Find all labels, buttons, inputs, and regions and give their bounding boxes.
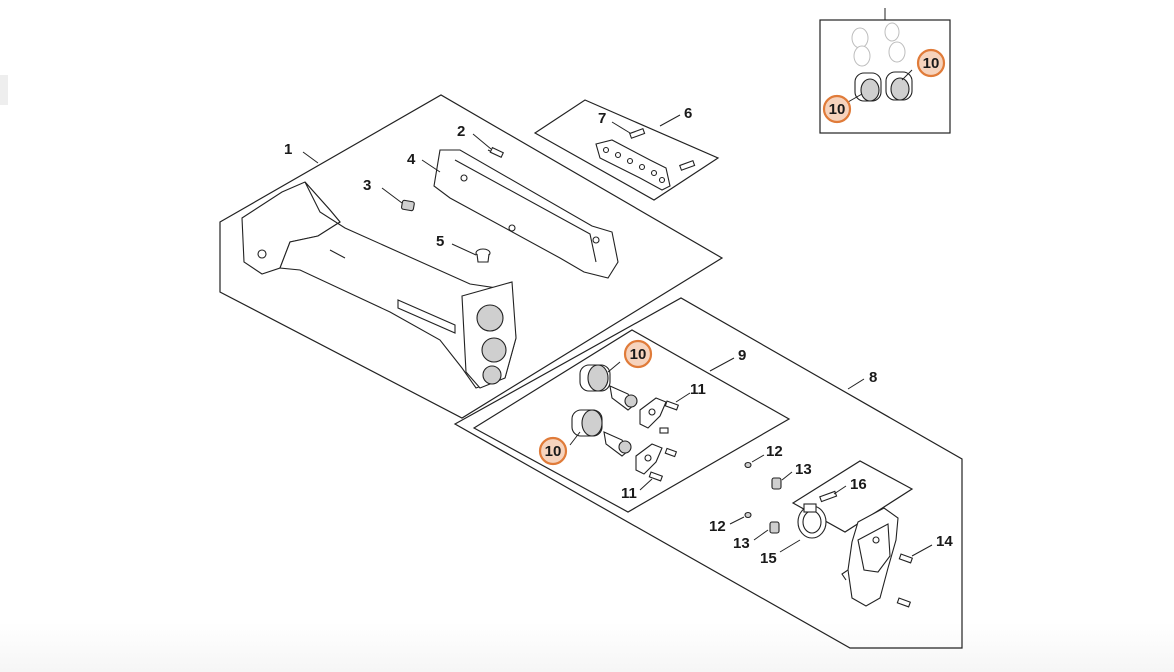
inset-buffer-right bbox=[885, 71, 913, 101]
edge-tab bbox=[0, 75, 8, 105]
antivibe-buffer-upper bbox=[579, 364, 611, 392]
callout-11a: 11 bbox=[690, 381, 706, 398]
callout-12a: 12 bbox=[766, 443, 783, 460]
highlight-callout-10-inset-left: 10 bbox=[822, 94, 852, 124]
group-frame-handle-kit bbox=[453, 297, 963, 649]
svg-text:10: 10 bbox=[545, 443, 562, 460]
bracket-part-6 bbox=[595, 139, 671, 191]
cover-plate-part bbox=[433, 149, 619, 279]
svg-text:10: 10 bbox=[829, 101, 846, 118]
callout-1: 1 bbox=[284, 141, 292, 158]
washer-part-12a bbox=[744, 461, 752, 469]
gasket-upper bbox=[639, 397, 667, 429]
svg-text:10: 10 bbox=[923, 55, 940, 72]
nut-part-3 bbox=[400, 199, 415, 212]
bottom-shade bbox=[0, 622, 1174, 672]
callout-11b: 11 bbox=[621, 485, 637, 502]
screw-part-11a bbox=[664, 400, 680, 411]
inset-ghost-parts bbox=[851, 22, 906, 67]
group-frame-housing bbox=[219, 94, 724, 419]
callout-6: 6 bbox=[684, 105, 692, 122]
antivibe-buffer-lower bbox=[571, 409, 603, 437]
screw-part-2 bbox=[487, 146, 505, 158]
screw-part-14b bbox=[896, 597, 912, 608]
callout-7: 7 bbox=[598, 110, 606, 127]
gasket-lower bbox=[635, 443, 663, 475]
antivibe-spring-upper bbox=[609, 385, 638, 411]
inset-buffer-left bbox=[854, 72, 882, 102]
callout-13a: 13 bbox=[795, 461, 812, 478]
bushing-part-13b bbox=[769, 521, 780, 534]
callout-5: 5 bbox=[436, 233, 444, 250]
callout-8: 8 bbox=[869, 369, 877, 386]
callout-16: 16 bbox=[850, 476, 867, 493]
callout-2: 2 bbox=[457, 123, 465, 140]
highlight-callout-10-lower: 10 bbox=[538, 436, 568, 466]
bushing-part-13a bbox=[771, 477, 782, 490]
screw-part-7 bbox=[629, 128, 646, 139]
svg-text:10: 10 bbox=[630, 346, 647, 363]
bushing-part-5 bbox=[475, 248, 491, 263]
callout-3: 3 bbox=[363, 177, 371, 194]
housing-bore-1 bbox=[476, 304, 504, 332]
callout-14: 14 bbox=[936, 533, 953, 550]
group-frame-bracket bbox=[533, 99, 720, 201]
clamp-part-15 bbox=[797, 503, 827, 539]
housing-bore-3 bbox=[482, 365, 502, 385]
callout-13b: 13 bbox=[733, 535, 750, 552]
callout-12b: 12 bbox=[709, 518, 726, 535]
screw-part-14a bbox=[898, 553, 914, 564]
screw-part-6b bbox=[679, 160, 696, 171]
washer-part-12b bbox=[744, 511, 752, 519]
group-frame-clamp bbox=[791, 460, 914, 533]
screw-part-9c bbox=[659, 427, 678, 458]
callout-15: 15 bbox=[760, 550, 777, 567]
highlight-callout-10-upper: 10 bbox=[623, 339, 653, 369]
callout-9: 9 bbox=[738, 347, 746, 364]
leader-lines bbox=[302, 69, 933, 557]
group-frame-antivibe-set bbox=[472, 329, 791, 513]
antivibe-spring-lower bbox=[603, 431, 632, 457]
callout-4: 4 bbox=[407, 151, 416, 168]
handle-part-14 bbox=[841, 507, 899, 607]
housing-part bbox=[241, 181, 517, 389]
screw-part-16 bbox=[819, 490, 838, 503]
screw-part-11b bbox=[648, 471, 664, 482]
housing-bore-2 bbox=[481, 337, 507, 363]
highlight-callout-10-inset-right: 10 bbox=[916, 48, 946, 78]
